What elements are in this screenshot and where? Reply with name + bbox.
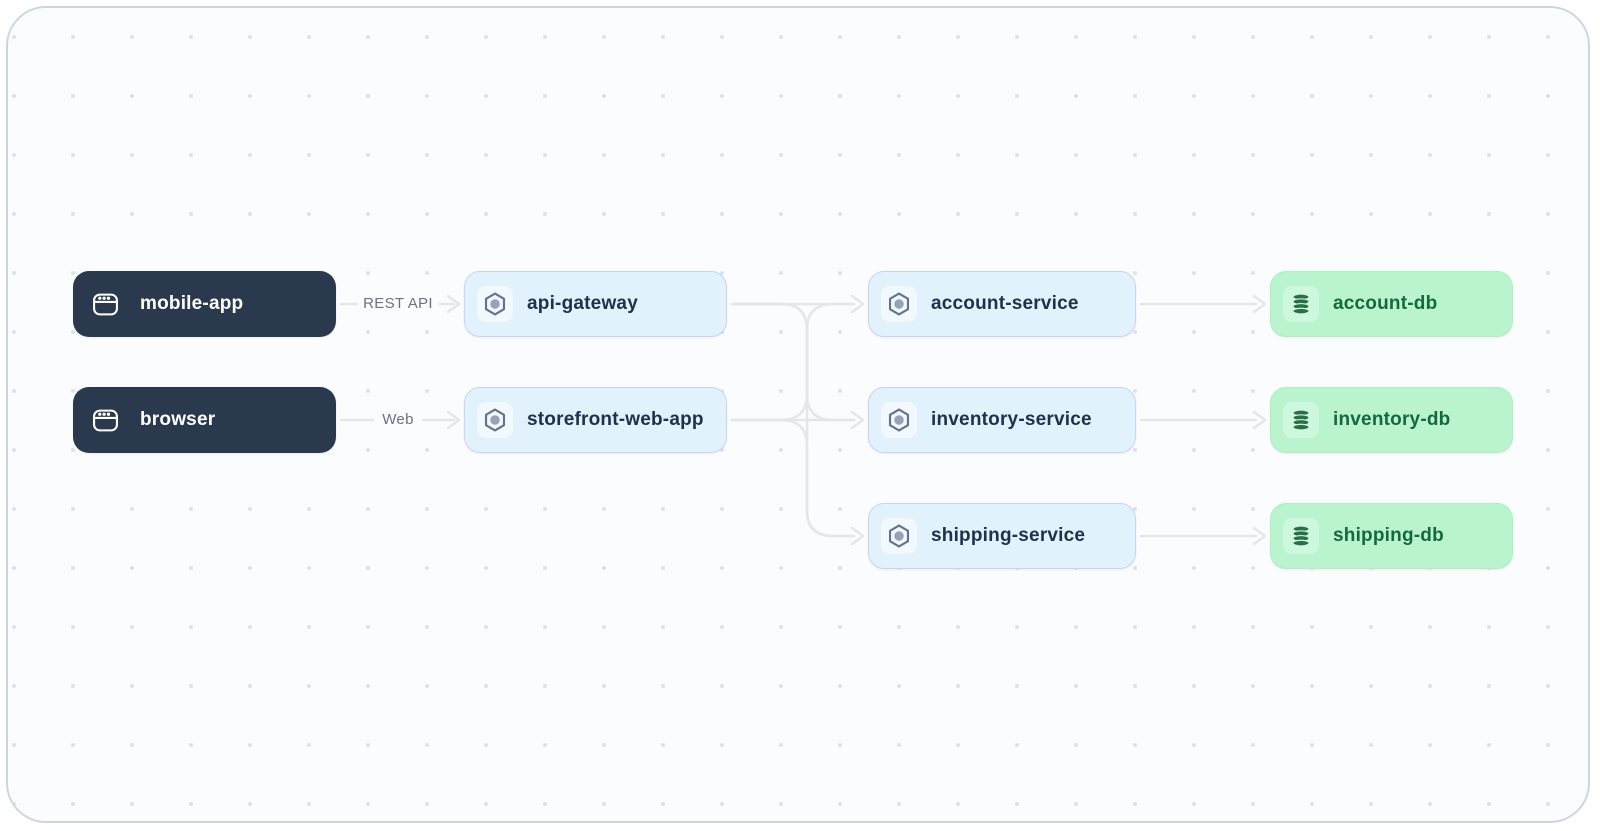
hexagon-service-icon bbox=[881, 402, 917, 438]
node-shipping-db[interactable]: shipping-db bbox=[1270, 503, 1513, 569]
edge-gateway-shipping bbox=[730, 302, 856, 538]
node-label: account-db bbox=[1333, 293, 1438, 314]
arrowhead-api-gateway bbox=[446, 294, 461, 314]
hexagon-service-icon bbox=[477, 286, 513, 322]
node-browser[interactable]: browser bbox=[73, 387, 336, 453]
node-label: inventory-service bbox=[931, 409, 1092, 430]
edge-gateway-inventory bbox=[730, 302, 856, 422]
node-label: mobile-app bbox=[140, 293, 244, 314]
hexagon-service-icon bbox=[477, 402, 513, 438]
browser-window-icon bbox=[87, 402, 123, 438]
node-mobile-app[interactable]: mobile-app bbox=[73, 271, 336, 337]
node-label: shipping-service bbox=[931, 525, 1086, 546]
hexagon-service-icon bbox=[881, 286, 917, 322]
node-label: api-gateway bbox=[527, 293, 638, 314]
database-icon bbox=[1283, 518, 1319, 554]
hexagon-service-icon bbox=[881, 518, 917, 554]
edge-storefront-account bbox=[730, 302, 856, 422]
node-inventory-service[interactable]: inventory-service bbox=[868, 387, 1136, 453]
arrowhead-inventory-service bbox=[850, 410, 865, 430]
node-label: browser bbox=[140, 409, 216, 430]
node-api-gateway[interactable]: api-gateway bbox=[464, 271, 727, 337]
edge-label-web: Web bbox=[374, 409, 422, 431]
arrowhead-shipping-db bbox=[1252, 526, 1267, 546]
node-account-service[interactable]: account-service bbox=[868, 271, 1136, 337]
node-shipping-service[interactable]: shipping-service bbox=[868, 503, 1136, 569]
arrowhead-account-db bbox=[1252, 294, 1267, 314]
edge-label-rest-api: REST API bbox=[358, 293, 438, 315]
arrowhead-account-service bbox=[850, 294, 865, 314]
node-label: account-service bbox=[931, 293, 1079, 314]
edge-storefront-shipping bbox=[730, 418, 856, 538]
node-label: inventory-db bbox=[1333, 409, 1451, 430]
node-label: shipping-db bbox=[1333, 525, 1444, 546]
node-inventory-db[interactable]: inventory-db bbox=[1270, 387, 1513, 453]
arrowhead-storefront bbox=[446, 410, 461, 430]
node-account-db[interactable]: account-db bbox=[1270, 271, 1513, 337]
arrowhead-inventory-db bbox=[1252, 410, 1267, 430]
diagram-canvas: REST API Web mobile-app browser bbox=[6, 6, 1590, 823]
arrowhead-shipping-service bbox=[850, 526, 865, 546]
database-icon bbox=[1283, 402, 1319, 438]
database-icon bbox=[1283, 286, 1319, 322]
node-label: storefront-web-app bbox=[527, 409, 704, 430]
browser-window-icon bbox=[87, 286, 123, 322]
node-storefront-web-app[interactable]: storefront-web-app bbox=[464, 387, 727, 453]
